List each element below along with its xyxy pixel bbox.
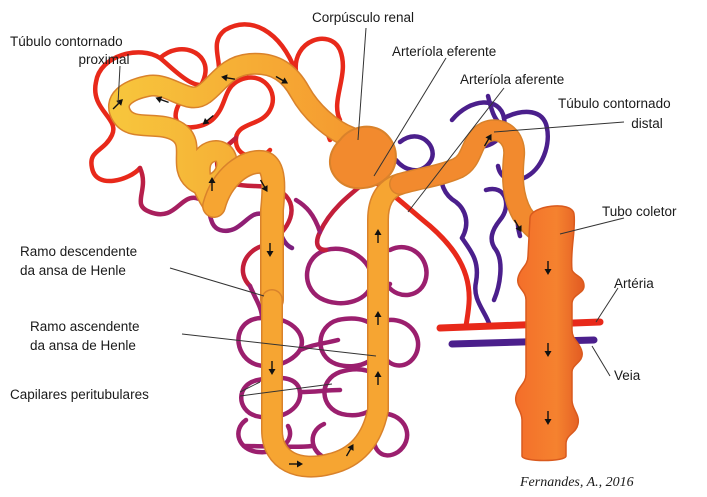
label-distal-tubule-line1: Túbulo contornado xyxy=(558,96,671,111)
label-collecting-duct: Tubo coletor xyxy=(602,204,677,219)
capillary-loop-r2 xyxy=(384,320,418,366)
label-renal-corpuscle: Corpúsculo renal xyxy=(312,10,414,25)
label-peritubular-capillaries: Capilares peritubulares xyxy=(10,387,149,402)
label-distal-tubule-line2: distal xyxy=(631,116,663,131)
efferent-arteriole-vessel xyxy=(317,180,368,250)
label-efferent-arteriole: Arteríola eferente xyxy=(392,44,496,59)
label-descending-limb-line2: da ansa de Henle xyxy=(20,263,126,278)
collecting-duct xyxy=(516,206,584,461)
credit-text: Fernandes, A., 2016 xyxy=(519,475,634,490)
label-proximal-tubule-line2: proximal xyxy=(78,52,129,67)
proximal-convoluted-tubule xyxy=(119,64,352,300)
label-descending-limb-line1: Ramo descendente xyxy=(20,244,137,259)
label-artery: Artéria xyxy=(614,276,654,291)
capillary-link-efferent xyxy=(296,200,320,232)
label-vein: Veia xyxy=(614,368,641,383)
label-afferent-arteriole: Arteríola aferente xyxy=(460,72,564,87)
capillary-loop-r1 xyxy=(388,247,427,295)
label-ascending-limb-line1: Ramo ascendente xyxy=(30,319,140,334)
label-ascending-limb-line2: da ansa de Henle xyxy=(30,338,136,353)
capillary-loop-m1 xyxy=(307,249,372,303)
label-proximal-tubule-line1: Túbulo contornado xyxy=(10,34,123,49)
